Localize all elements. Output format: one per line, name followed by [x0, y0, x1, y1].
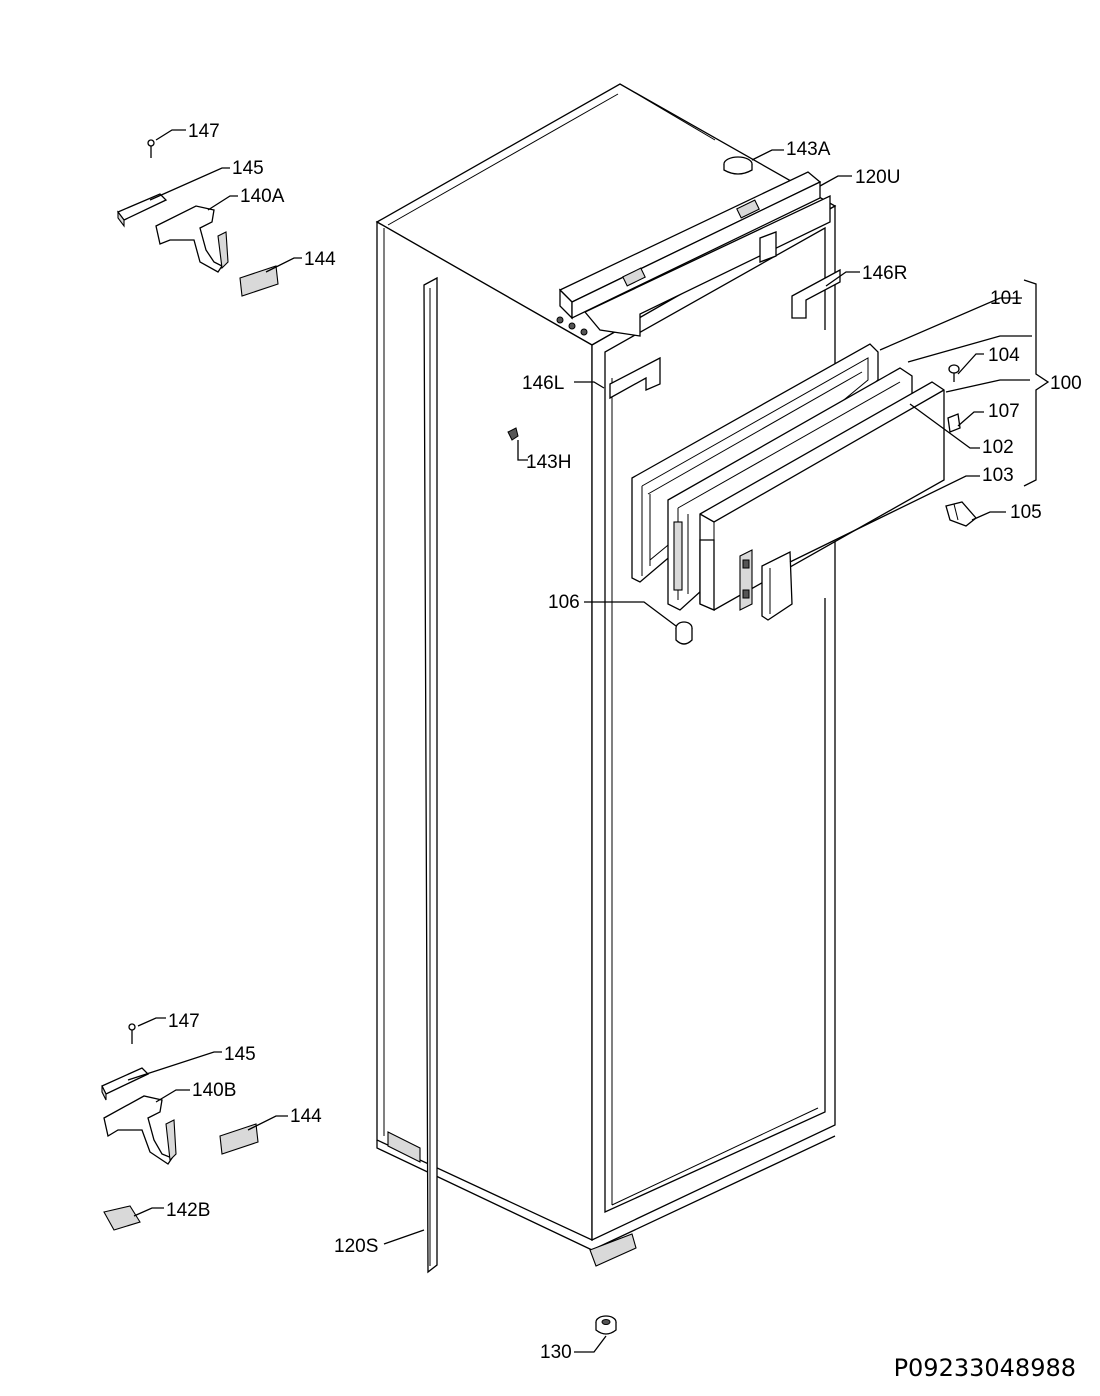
part-labels: 147 145 140A 144 143A 120U 146R 101 104 … [166, 121, 1082, 1363]
label-143h: 143H [526, 452, 571, 473]
label-120u: 120U [855, 167, 900, 188]
label-102: 102 [982, 437, 1014, 458]
label-145-bottom: 145 [224, 1044, 256, 1065]
top-rail-120u [556, 171, 831, 337]
cap-143a [723, 156, 753, 175]
label-100: 100 [1050, 373, 1082, 394]
label-146l: 146L [522, 373, 564, 394]
label-147-bottom: 147 [168, 1011, 200, 1032]
label-140b: 140B [192, 1080, 236, 1101]
label-140a: 140A [240, 186, 285, 207]
sticker-146l [609, 356, 661, 400]
label-147-top: 147 [188, 121, 220, 142]
sticker-146r [791, 268, 841, 319]
label-103: 103 [982, 465, 1014, 486]
cabinet-body [375, 83, 837, 1267]
side-trim-strip-120s [423, 276, 438, 1274]
label-146r: 146R [862, 263, 907, 284]
label-143a: 143A [786, 139, 831, 160]
door-assembly-100 [631, 343, 977, 645]
label-142b: 142B [166, 1200, 210, 1221]
label-144-top: 144 [304, 249, 336, 270]
label-107: 107 [988, 401, 1020, 422]
label-120s: 120S [334, 1236, 378, 1257]
label-130: 130 [540, 1342, 572, 1363]
label-106: 106 [548, 592, 580, 613]
leader-lines [127, 129, 1050, 1353]
drawing-code: P09233048988 [894, 1354, 1076, 1382]
label-105: 105 [1010, 502, 1042, 523]
label-101: 101 [990, 288, 1022, 309]
hinge-set-bottom [101, 1023, 259, 1231]
foot-130 [595, 1315, 617, 1335]
label-104: 104 [988, 345, 1020, 366]
label-144-bottom: 144 [290, 1106, 322, 1127]
hinge-set-top [116, 139, 279, 297]
label-145-top: 145 [232, 158, 264, 179]
